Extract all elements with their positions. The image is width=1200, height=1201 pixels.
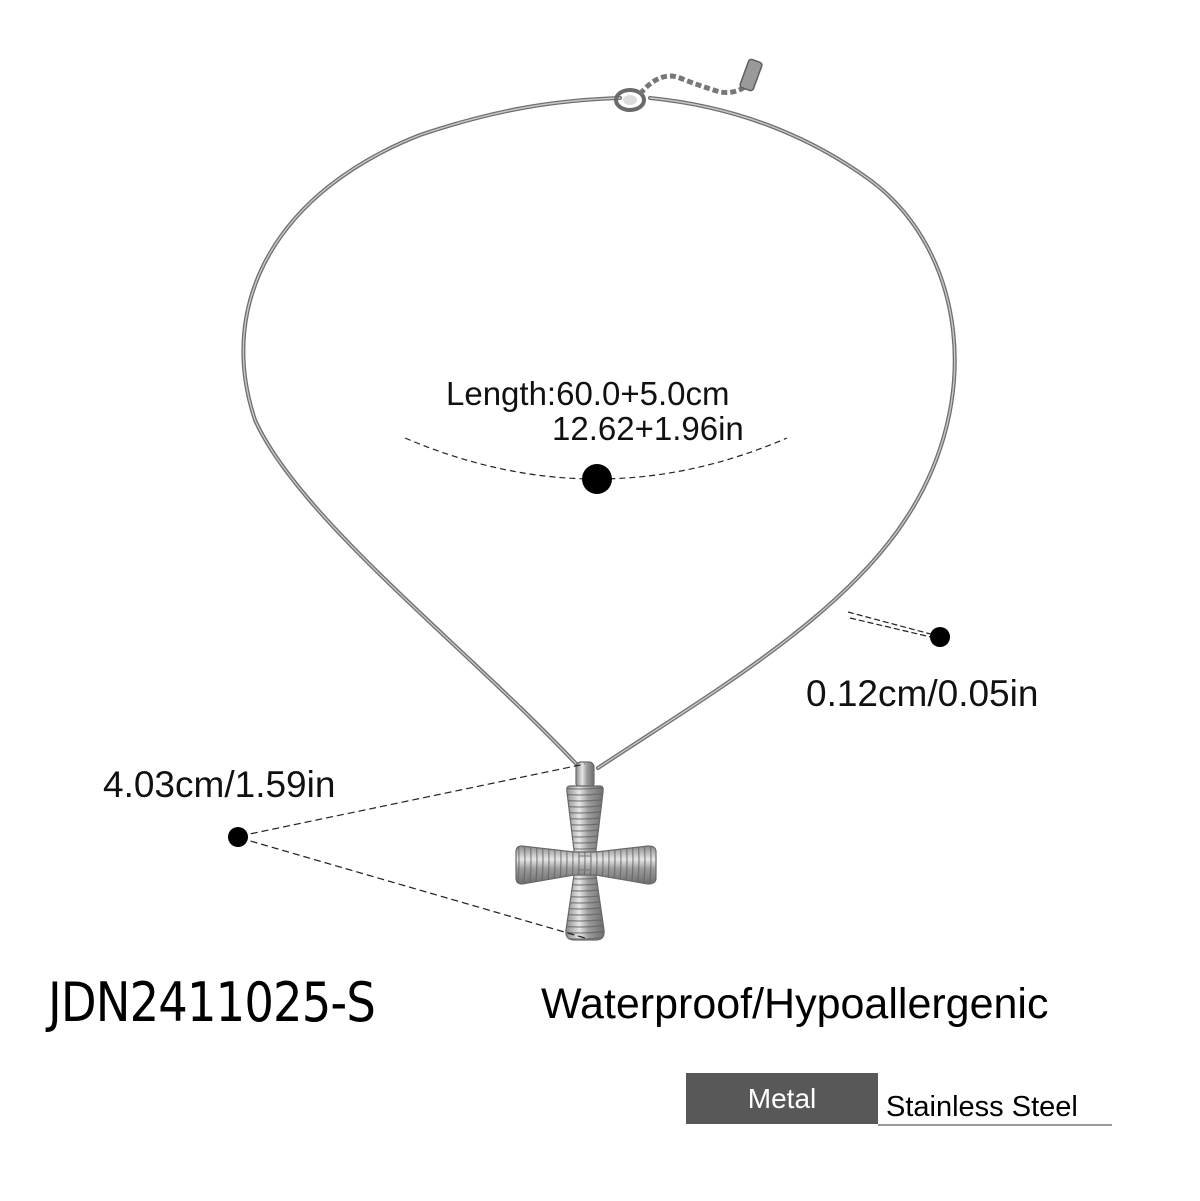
spec-row-metal: Metal Stainless Steel [686, 1073, 1112, 1127]
length-annotation [404, 437, 788, 494]
product-sku: JDN2411025-S [48, 971, 376, 1034]
cross-pendant [515, 761, 657, 941]
pendant-height-label: 4.03cm/1.59in [103, 764, 336, 805]
clasp-and-extender [614, 58, 763, 112]
pendant-height-annotation [228, 763, 586, 939]
spec-label-box: Metal [686, 1073, 878, 1124]
feature-text: Waterproof/Hypoallergenic [541, 980, 1049, 1028]
pendant-height-marker-dot [228, 827, 248, 847]
chain-width-annotation [847, 611, 950, 647]
length-marker-dot [582, 464, 612, 494]
spec-value: Stainless Steel [886, 1091, 1078, 1123]
spec-label: Metal [747, 1082, 817, 1114]
chain-width-marker-dot [930, 627, 950, 647]
chain-width-label: 0.12cm/0.05in [806, 673, 1039, 714]
spec-underline [878, 1124, 1112, 1126]
length-label-in: 12.62+1.96in [552, 410, 744, 447]
chain [241, 96, 957, 770]
length-label-cm: Length:60.0+5.0cm [446, 375, 730, 412]
